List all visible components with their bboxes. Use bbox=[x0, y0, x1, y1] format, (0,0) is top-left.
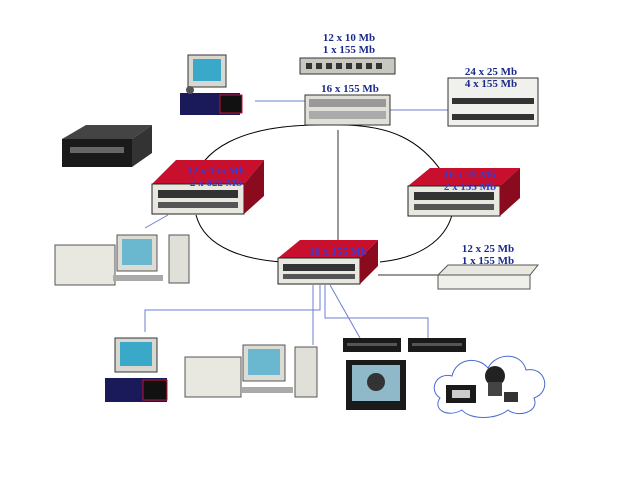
label-switch-top-a: 12 x 10 Mb 1 x 155 Mb bbox=[314, 32, 384, 56]
label-switch-right: 24 x 25 Mb 4 x 155 Mb bbox=[456, 66, 526, 90]
media-cloud bbox=[433, 355, 546, 418]
switch-right bbox=[447, 77, 539, 127]
link-left-workstation bbox=[144, 214, 169, 229]
label-hub-right-line1: 12 x 25 Mb bbox=[461, 243, 515, 255]
label-chassis-center: 16 x 155 Mb bbox=[309, 246, 367, 258]
switch-top-a bbox=[299, 57, 396, 75]
label-chassis-right-line2: 2 x 155 Mb bbox=[443, 181, 497, 193]
pc-bottom-left bbox=[105, 337, 168, 402]
chassis-left bbox=[151, 160, 264, 215]
link-down-right bbox=[324, 285, 429, 338]
tv-monitor bbox=[346, 360, 406, 410]
backbone-ring bbox=[192, 124, 453, 263]
label-hub-right: 12 x 25 Mb 1 x 155 Mb bbox=[452, 243, 524, 267]
label-switch-right-line1: 24 x 25 Mb bbox=[464, 66, 518, 78]
label-chassis-left-line1: 12 x 155 Mb bbox=[187, 165, 245, 177]
label-chassis-right: 16 x 25 Mb 2 x 155 Mb bbox=[432, 169, 508, 193]
label-switch-top-a-line2: 1 x 155 Mb bbox=[322, 44, 376, 56]
switch-top-b bbox=[304, 94, 391, 126]
label-chassis-left: 12 x 155 Mb 2 x 622 Mb bbox=[176, 165, 256, 189]
label-switch-top-a-line1: 12 x 10 Mb bbox=[322, 32, 376, 44]
chassis-right bbox=[407, 168, 520, 217]
label-chassis-left-line2: 2 x 622 Mb bbox=[189, 177, 243, 189]
video-encoder-right bbox=[408, 338, 466, 352]
label-hub-right-line2: 1 x 155 Mb bbox=[461, 255, 515, 267]
link-down-left bbox=[144, 285, 321, 332]
video-encoder-left bbox=[343, 338, 401, 352]
label-switch-right-line2: 4 x 155 Mb bbox=[464, 78, 518, 90]
workstation-bottom bbox=[184, 344, 318, 398]
workstation-left bbox=[54, 234, 190, 286]
pc-top-left bbox=[180, 54, 243, 115]
label-switch-top-b: 16 x 155 Mb bbox=[321, 83, 379, 95]
link-down-video bbox=[329, 284, 361, 339]
chassis-center bbox=[277, 240, 378, 285]
server-black bbox=[62, 125, 152, 167]
hub-right bbox=[436, 264, 540, 290]
label-chassis-right-line1: 16 x 25 Mb bbox=[443, 169, 497, 181]
